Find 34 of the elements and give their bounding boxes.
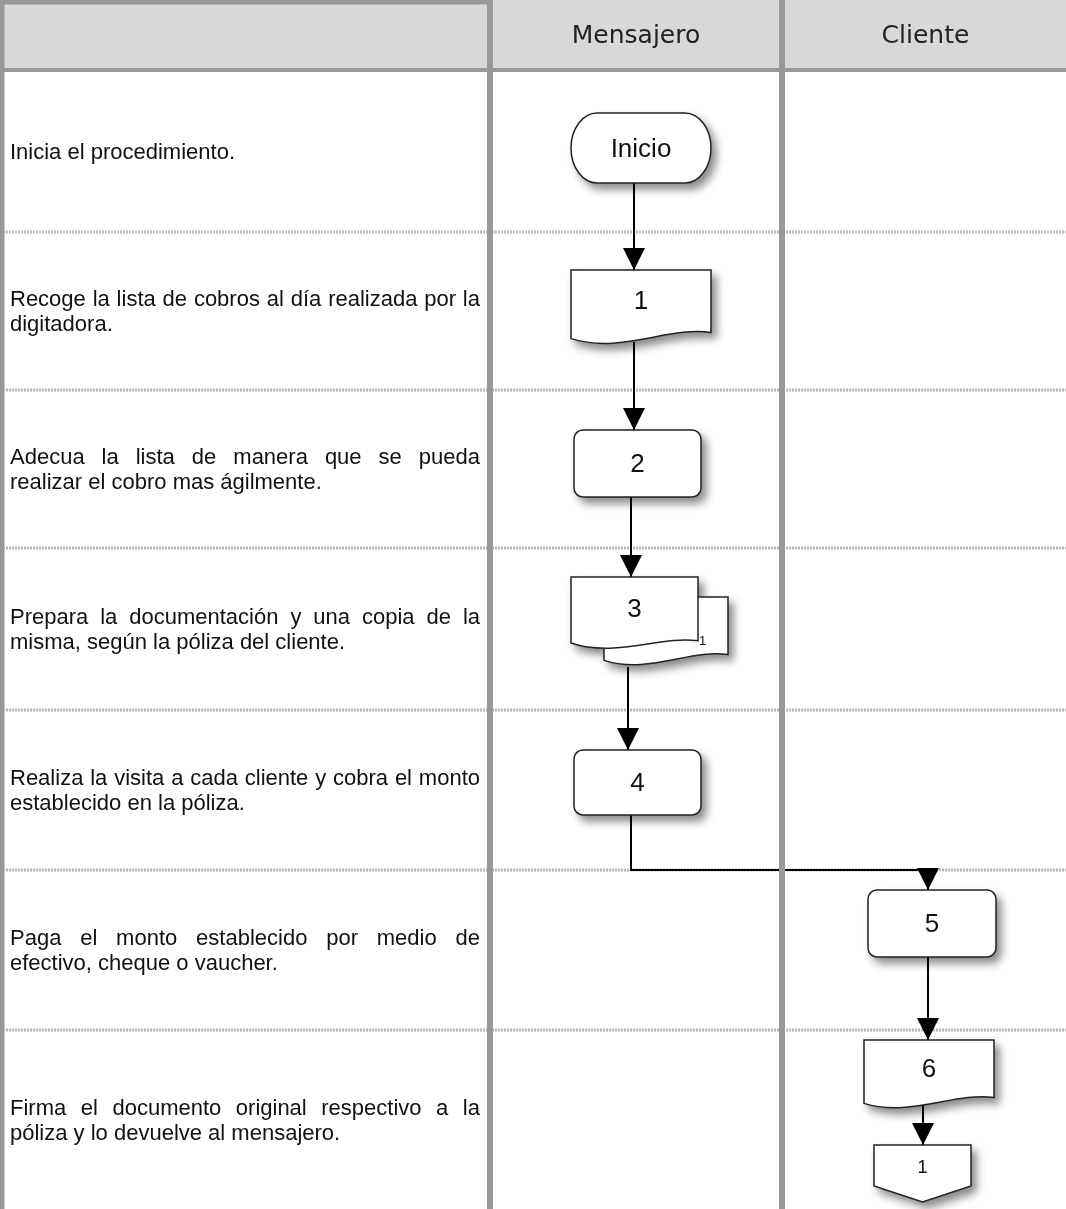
process-box (574, 750, 701, 815)
page-number: 1 (699, 633, 707, 648)
arrow (917, 956, 939, 1041)
node-label: 1 (916, 1155, 929, 1179)
step-description: Inicia el procedimiento. (10, 137, 236, 166)
node-label: 3 (626, 593, 643, 624)
process-box (574, 430, 701, 497)
step-description: Firma el documento original respectivo a la póliza y lo devuelve al mensajero. (10, 1093, 480, 1147)
document-shape (864, 1040, 994, 1112)
arrow (623, 341, 645, 431)
node-label: 6 (920, 1051, 938, 1085)
step-description: Recoge la lista de cobros al día realizada por la digitadora. (10, 285, 480, 338)
node-label: 2 (629, 447, 646, 480)
step-description: Prepara la documentación y una copia de la misma, según la póliza del cliente. (10, 603, 480, 656)
node-label: 5 (923, 907, 941, 940)
step-description: Adecua la lista de manera que se pueda realizar el cobro mas ágilmente. (10, 443, 480, 496)
swimlane (487, 0, 779, 1209)
process-box (868, 890, 996, 957)
step-description: Realiza la visita a cada cliente y cobra el monto establecido en la póliza. (10, 764, 480, 817)
node-label: 1 (632, 283, 650, 317)
arrow (623, 182, 645, 271)
arrow (617, 666, 639, 751)
multi-document-shape (571, 577, 728, 669)
node-label: 4 (629, 766, 646, 799)
terminal-shape (571, 113, 711, 183)
node-label: Inicio (609, 131, 673, 165)
step-description: Paga el monto establecido por medio de efectivo, cheque o vaucher. (10, 924, 480, 977)
lane-header: Mensajero (493, 0, 779, 68)
arrow (912, 1104, 934, 1146)
arrow (620, 496, 642, 578)
off-page-connector (874, 1145, 971, 1202)
arrow (630, 814, 939, 891)
swimlane (779, 0, 1066, 1209)
lane-header: Cliente (785, 0, 1066, 68)
